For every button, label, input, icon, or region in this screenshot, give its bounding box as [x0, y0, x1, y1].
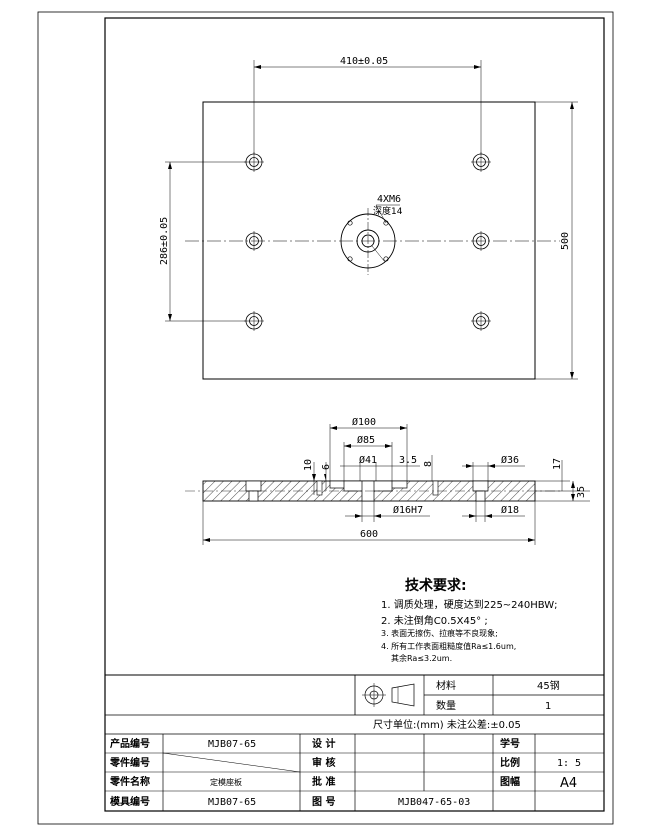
tech-item: 4. 所有工作表面粗糙度值Ra≤1.6um,	[381, 641, 516, 651]
drawing-no-label: 图 号	[312, 796, 335, 808]
section-view: Ø100 Ø85 Ø41 3.5 8 10 6 Ø36	[185, 416, 590, 545]
tech-title: 技术要求:	[405, 577, 467, 594]
dim-d16h7: Ø16H7	[393, 504, 423, 516]
dim-8: 8	[423, 461, 434, 467]
design-label: 设 计	[312, 737, 335, 750]
drawing-no-value: MJB047-65-03	[398, 797, 470, 808]
part-no-label: 零件编号	[109, 756, 150, 769]
dim-d85: Ø85	[357, 434, 375, 446]
center-bore	[340, 208, 396, 275]
mold-no-label: 模具编号	[110, 795, 150, 808]
mounting-hole	[244, 152, 264, 172]
tech-requirements: 技术要求: 1. 调质处理，硬度达到225~240HBW; 2. 未注倒角C0.…	[381, 577, 558, 663]
dim-hole-spacing-x: 410±0.05	[340, 56, 388, 67]
tech-item: 其余Ra≤3.2um.	[391, 653, 452, 663]
scale-label: 比例	[500, 756, 520, 769]
dim-d41: Ø41	[359, 454, 377, 466]
product-no-label: 产品编号	[110, 737, 150, 750]
part-name-label: 零件名称	[109, 775, 150, 788]
dim-height: 500	[560, 232, 571, 250]
thread-callout: 4XM6	[377, 194, 401, 205]
title-block	[105, 674, 604, 811]
sheet-size-label: 图幅	[500, 775, 520, 788]
dim-35: 35	[576, 486, 587, 498]
product-no-value: MJB07-65	[208, 739, 256, 750]
mounting-hole	[471, 311, 491, 331]
dim-3-5: 3.5	[399, 455, 417, 466]
dim-17: 17	[552, 458, 563, 470]
mold-no-value: MJB07-65	[208, 797, 256, 808]
approve-label: 批 准	[312, 775, 335, 788]
dim-10: 10	[303, 459, 314, 471]
review-label: 审 核	[312, 756, 335, 769]
dim-width: 600	[360, 529, 378, 540]
part-name-value: 定模座板	[210, 777, 242, 787]
mounting-hole	[471, 152, 491, 172]
outer-border	[37, 11, 614, 825]
tech-item: 3. 表面无擦伤、拉痕等不良现象;	[381, 628, 498, 638]
material-value: 45钢	[537, 679, 560, 692]
scale-value: 1: 5	[557, 758, 581, 769]
dim-6: 6	[321, 464, 332, 470]
tech-item: 2. 未注倒角C0.5X45° ;	[381, 614, 488, 627]
material-label: 材料	[436, 679, 456, 692]
sheet-size-value: A4	[560, 776, 577, 791]
dim-hole-spacing-y: 286±0.05	[159, 217, 170, 265]
top-view: 4XM6 深度14 410±0.05 286±0.05 500	[159, 56, 578, 380]
tech-item: 1. 调质处理，硬度达到225~240HBW;	[381, 598, 558, 611]
mounting-hole	[472, 231, 490, 251]
depth-callout: 深度14	[373, 205, 403, 217]
title-block-text: 材料 45钢 数量 1 尺寸单位:(mm) 未注公差:±0.05 产品编号 MJ…	[109, 679, 581, 808]
mounting-hole	[244, 311, 264, 331]
mounting-hole	[245, 231, 263, 251]
quantity-label: 数量	[436, 699, 456, 712]
unit-note: 尺寸单位:(mm) 未注公差:±0.05	[373, 718, 521, 731]
inner-frame	[104, 17, 605, 812]
quantity-value: 1	[545, 701, 551, 712]
student-no-label: 学号	[500, 737, 520, 750]
dim-d18: Ø18	[501, 504, 519, 516]
dim-d100: Ø100	[352, 416, 376, 428]
dim-d36: Ø36	[501, 454, 519, 466]
plate-outline	[202, 101, 536, 380]
